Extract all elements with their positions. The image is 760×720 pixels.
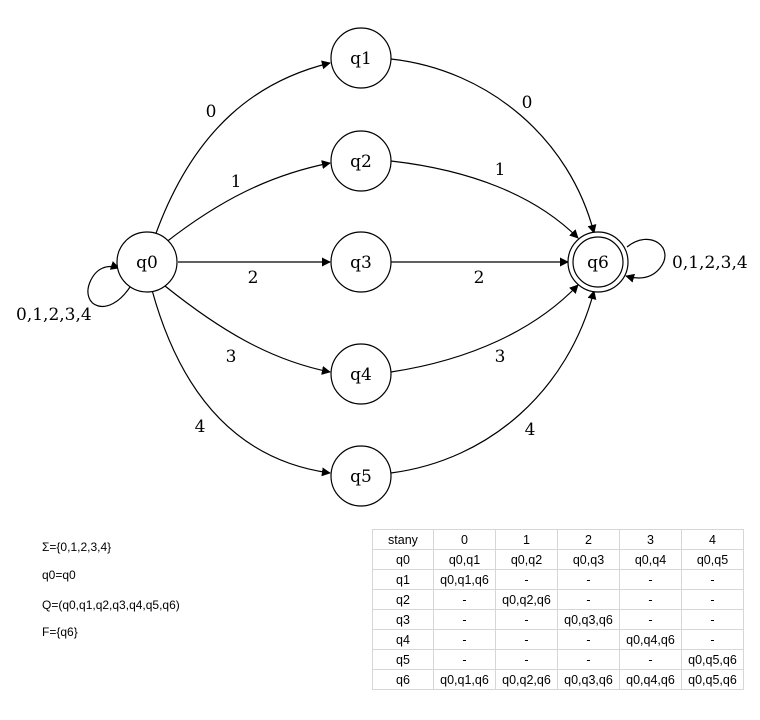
table-cell: q0,q3,q6: [557, 669, 620, 690]
state-q4-label: q4: [350, 365, 372, 385]
edge-q2-q6: [390, 160, 579, 239]
table-cell: -: [495, 609, 558, 630]
table-cell: -: [433, 609, 496, 630]
transition-table-wrapper: stany 0 1 2 3 4 q0 q0,q1 q0,q2 q0,q3 q0,…: [372, 529, 744, 690]
edge-q1-q6: [390, 58, 597, 234]
table-row: q3 - - q0,q3,q6 - -: [372, 609, 744, 630]
table-cell: q0,q1,q6: [433, 669, 496, 690]
state-q3: q3: [330, 231, 392, 293]
edge-q0-q5: [151, 289, 331, 477]
table-cell: q0,q5,q6: [681, 669, 744, 690]
table-cell: q0,q4: [619, 549, 682, 570]
state-q5-label: q5: [350, 467, 372, 487]
state-q0-label: q0: [136, 253, 158, 273]
table-cell: q4: [372, 629, 434, 650]
start-state-definition: q0=q0: [42, 568, 76, 582]
state-q2: q2: [330, 130, 392, 192]
table-row: q1 q0,q1,q6 - - - -: [372, 569, 744, 590]
table-row: q2 - q0,q2,q6 - - -: [372, 589, 744, 610]
table-header-cell: 4: [681, 529, 744, 550]
table-cell: q0,q1: [433, 549, 496, 570]
state-q5: q5: [330, 445, 392, 507]
edge-q4-q6: [390, 284, 579, 373]
table-header-cell: stany: [372, 529, 434, 550]
state-q6-label: q6: [587, 253, 609, 273]
table-header-cell: 3: [619, 529, 682, 550]
edge-q5-q6: [390, 290, 597, 474]
table-cell: q0,q4,q6: [619, 669, 682, 690]
state-q0: q0: [116, 231, 178, 293]
edge-label-q0-q5: 4: [195, 417, 206, 437]
edge-label-q3-q6: 2: [474, 268, 485, 288]
final-states-definition: F={q6}: [42, 625, 78, 639]
table-cell: q3: [372, 609, 434, 630]
edge-label-q1-q6: 0: [522, 93, 533, 113]
table-cell: q5: [372, 649, 434, 670]
table-cell: q0,q4,q6: [619, 629, 682, 650]
state-q2-label: q2: [350, 152, 372, 172]
table-cell: -: [619, 569, 682, 590]
table-cell: -: [495, 569, 558, 590]
table-cell: -: [681, 569, 744, 590]
edge-q6-q6: [625, 238, 666, 283]
edge-q0-q0: [87, 261, 131, 308]
state-q6: q6: [567, 231, 629, 293]
table-cell: -: [557, 649, 620, 670]
table-cell: q0,q5,q6: [681, 649, 744, 670]
table-cell: q6: [372, 669, 434, 690]
table-cell: q0: [372, 549, 434, 570]
edge-label-q4-q6: 3: [495, 347, 506, 367]
table-header-cell: 1: [495, 529, 558, 550]
edge-q0-q4: [164, 285, 331, 375]
alphabet-definition: Σ={0,1,2,3,4}: [42, 540, 112, 554]
table-header-cell: 2: [557, 529, 620, 550]
table-cell: -: [433, 629, 496, 650]
table-cell: q0,q2,q6: [495, 669, 558, 690]
automaton-diagram: q0 q1 q2 q3 q4 q5 q6 0 1 2 3 4 0 1 2 3 4…: [16, 27, 748, 507]
table-header-row: stany 0 1 2 3 4: [372, 529, 744, 550]
edge-label-q0-q2: 1: [231, 172, 242, 192]
table-row: q6 q0,q1,q6 q0,q2,q6 q0,q3,q6 q0,q4,q6 q…: [372, 669, 744, 690]
edge-label-q0-q4: 3: [226, 347, 237, 367]
table-row: q0 q0,q1 q0,q2 q0,q3 q0,q4 q0,q5: [372, 549, 744, 570]
table-row: q5 - - - - q0,q5,q6: [372, 649, 744, 670]
table-row: q4 - - - q0,q4,q6 -: [372, 629, 744, 650]
table-cell: -: [433, 649, 496, 670]
table-cell: -: [619, 649, 682, 670]
table-cell: -: [681, 629, 744, 650]
table-cell: q1: [372, 569, 434, 590]
table-cell: -: [495, 629, 558, 650]
table-cell: q0,q3,q6: [557, 609, 620, 630]
edge-q0-q1: [154, 60, 331, 237]
table-cell: -: [495, 649, 558, 670]
table-cell: -: [681, 589, 744, 610]
state-set-definition: Q=(q0,q1,q2,q3,q4,q5,q6): [42, 598, 180, 612]
table-cell: q2: [372, 589, 434, 610]
state-q3-label: q3: [350, 253, 372, 273]
edge-label-q6-q6: 0,1,2,3,4: [672, 253, 748, 273]
table-cell: -: [681, 609, 744, 630]
state-q1: q1: [330, 27, 392, 89]
table-cell: -: [557, 589, 620, 610]
edge-q0-q2: [164, 160, 331, 244]
table-cell: -: [557, 629, 620, 650]
edge-label-q5-q6: 4: [525, 420, 536, 440]
edge-label-q0-q1: 0: [206, 102, 217, 122]
table-cell: -: [557, 569, 620, 590]
table-header-cell: 0: [433, 529, 496, 550]
table-cell: q0,q2,q6: [495, 589, 558, 610]
edge-label-q0-q3: 2: [248, 268, 259, 288]
table-cell: q0,q2: [495, 549, 558, 570]
table-cell: q0,q5: [681, 549, 744, 570]
state-q1-label: q1: [350, 49, 372, 69]
table-cell: -: [619, 609, 682, 630]
transition-table: stany 0 1 2 3 4 q0 q0,q1 q0,q2 q0,q3 q0,…: [372, 529, 744, 690]
edge-label-q2-q6: 1: [495, 160, 506, 180]
table-cell: q0,q1,q6: [433, 569, 496, 590]
table-cell: q0,q3: [557, 549, 620, 570]
edge-label-q0-q0: 0,1,2,3,4: [16, 305, 92, 325]
table-cell: -: [619, 589, 682, 610]
table-cell: -: [433, 589, 496, 610]
state-q4: q4: [330, 343, 392, 405]
